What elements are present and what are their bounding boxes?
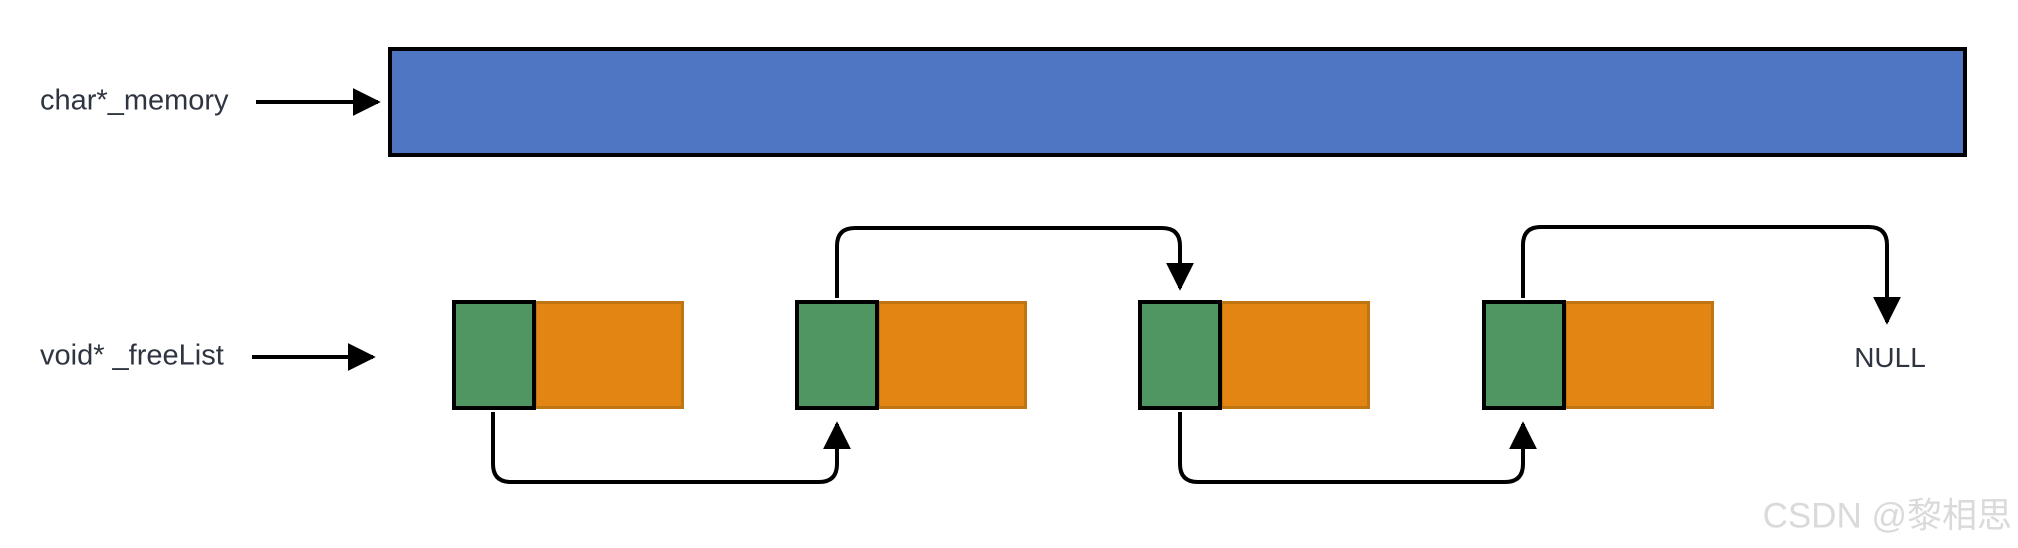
memory-block xyxy=(388,47,1967,157)
next-arrow-node3-to-node4-icon xyxy=(1178,412,1537,484)
next-arrow-node2-to-node3-icon xyxy=(835,226,1194,298)
node-data-cell xyxy=(877,301,1027,409)
node-next-pointer-cell xyxy=(1482,300,1566,410)
node-next-pointer-cell xyxy=(1138,300,1222,410)
next-arrow-node1-to-node2-icon xyxy=(491,412,851,484)
freelist-node xyxy=(452,300,684,410)
freelist-node xyxy=(795,300,1027,410)
node-data-cell xyxy=(1220,301,1370,409)
node-next-pointer-cell xyxy=(452,300,536,410)
memory-pointer-label: char*_memory xyxy=(40,84,229,117)
next-arrow-node4-to-null-icon xyxy=(1521,225,1901,325)
freelist-node xyxy=(1482,300,1714,410)
freelist-node xyxy=(1138,300,1370,410)
node-data-cell xyxy=(534,301,684,409)
freelist-pointer-label: void* _freeList xyxy=(40,339,224,372)
watermark: CSDN @黎相思 xyxy=(1762,496,2012,536)
null-terminator-label: NULL xyxy=(1854,342,1926,373)
node-next-pointer-cell xyxy=(795,300,879,410)
